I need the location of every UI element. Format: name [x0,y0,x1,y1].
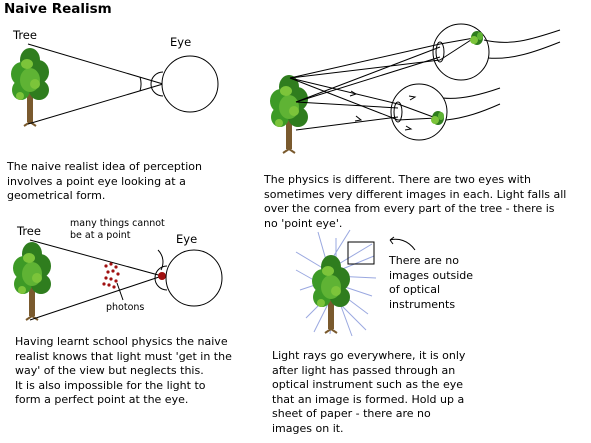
panel3-tree [12,241,52,321]
caption-line: optical instrument such as the eye [272,378,464,391]
panel1-view-lines [27,43,164,125]
panel1-eye-label: Eye [170,35,192,49]
note-line: images outside [389,268,474,282]
paper-sheet [347,241,375,265]
point-note: many things cannot be at a point [70,218,180,242]
caption-line: Having learnt school physics the naive [15,335,228,348]
photons [102,262,120,289]
note-line: many things cannot [70,218,165,229]
caption-line: no 'point eye'. [264,216,343,230]
caption-line: after light has passed through an [272,363,456,377]
caption-line: form a perfect point at the eye. [15,393,189,406]
caption-line: The naive realist idea of perception [7,160,202,173]
caption-line: involves a point eye looking at a [7,174,186,188]
photons-pointer [116,282,124,301]
caption-line: sheet of paper - there are no [272,407,431,420]
note-line: There are no [389,254,459,267]
panel3-eye [154,249,223,307]
panel3-eye-label: Eye [176,232,198,246]
panel1-eye [150,55,219,113]
panel2-tree [269,74,309,154]
panel3-caption: Having learnt school physics the naive r… [15,335,265,408]
note-arrow [389,236,416,251]
caption-line: The physics is different. There are two … [264,173,531,186]
point-eye-dot [158,272,166,280]
photons-label: photons [106,302,145,313]
note-line: be at a point [70,230,131,241]
panel3-tree-label: Tree [17,224,41,238]
panel2-caption: The physics is different. There are two … [264,173,589,231]
panel1-tree-label: Tree [13,28,37,42]
caption-line: that an image is formed. Hold up a [272,392,465,406]
page-title: Naive Realism [4,1,112,17]
caption-line: way' of the view but neglects this. [15,364,204,377]
panel4-caption: Light rays go everywhere, it is only aft… [272,349,512,436]
caption-line: images on it. [272,421,344,435]
panel3-view-lines [29,239,163,321]
caption-line: It is also impossible for the light to [15,378,206,392]
caption-line: sometimes very different images in each.… [264,187,567,201]
caption-line: over the cornea from every part of the t… [264,202,555,215]
caption-line: realist knows that light must 'get in th… [15,349,232,363]
panel1-caption: The naive realist idea of perception inv… [7,160,257,204]
panel4-note: There are no images outside of optical i… [389,254,499,312]
note-line: instruments [389,297,456,311]
panel1-tree [10,47,50,127]
panel2-retina-image-upper [470,31,483,45]
panel2-eye-upper [432,23,561,81]
panel2-retina-image-lower [431,111,444,125]
caption-line: Light rays go everywhere, it is only [272,349,466,362]
panel2-eye-lower [390,83,501,141]
note-line: of optical [389,283,441,296]
caption-line: geometrical form. [7,189,106,202]
point-note-pointer [157,249,164,271]
panel4-tree [311,254,351,334]
panel2-rays [289,37,475,131]
